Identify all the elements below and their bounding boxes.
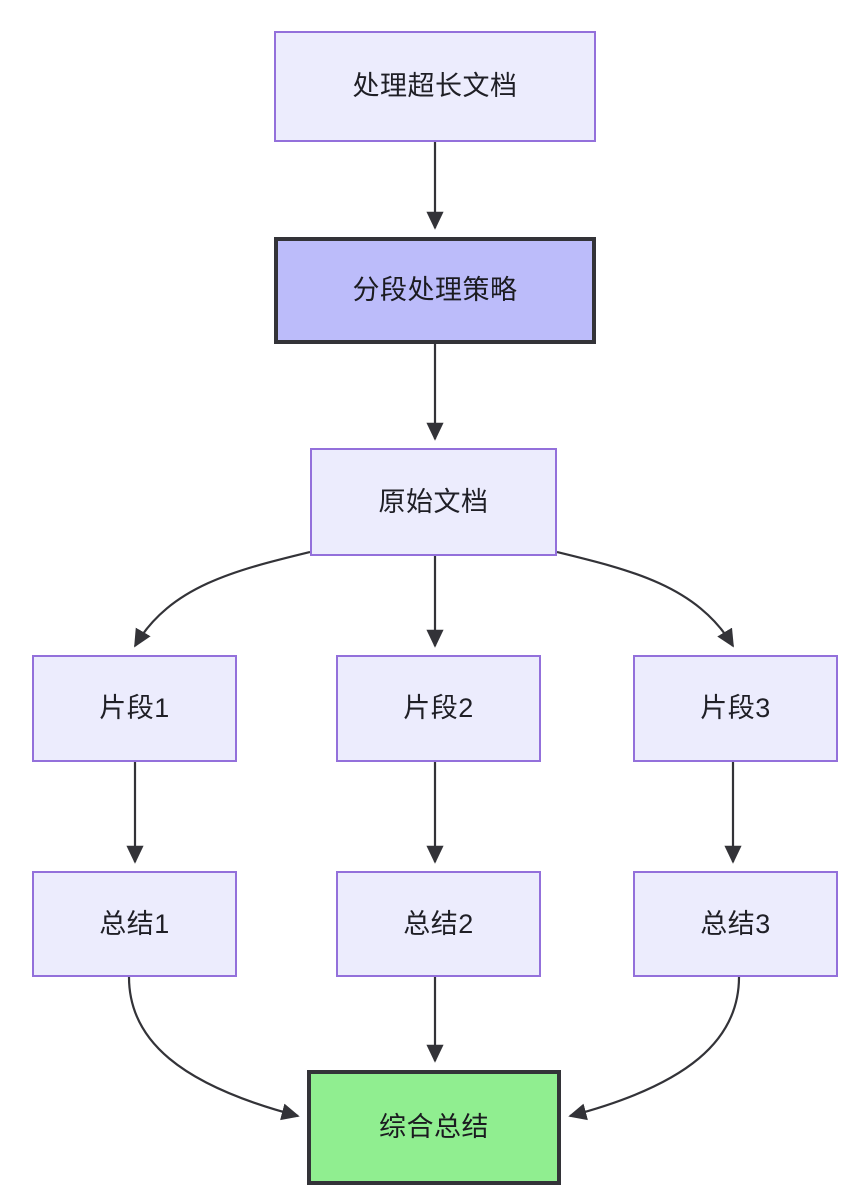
node-label: 处理超长文档: [352, 71, 518, 102]
node-summary-1[interactable]: 总结1: [32, 871, 237, 977]
node-summary-2[interactable]: 总结2: [336, 871, 541, 977]
node-chunk-3[interactable]: 片段3: [633, 655, 838, 762]
edge-source-to-chunk3: [556, 550, 734, 648]
node-summary-3[interactable]: 总结3: [633, 871, 838, 977]
node-label: 总结2: [403, 908, 474, 939]
node-chunk-1[interactable]: 片段1: [32, 655, 237, 762]
node-label: 片段1: [99, 693, 170, 724]
node-chunk-2[interactable]: 片段2: [336, 655, 541, 762]
node-label: 片段3: [700, 693, 771, 724]
node-final-summary[interactable]: 综合总结: [307, 1070, 561, 1185]
node-label: 总结1: [99, 908, 170, 939]
edge-sum1-to-final: [127, 976, 300, 1121]
edge-source-to-chunk1: [134, 550, 311, 648]
node-chunking-strategy[interactable]: 分段处理策略: [274, 237, 596, 344]
edge-sum3-to-final: [568, 976, 741, 1121]
node-label: 综合总结: [379, 1112, 489, 1143]
node-source-document[interactable]: 原始文档: [310, 448, 557, 556]
node-label: 片段2: [403, 693, 474, 724]
node-label: 总结3: [700, 908, 771, 939]
node-label: 原始文档: [378, 486, 489, 517]
node-label: 分段处理策略: [352, 275, 518, 306]
node-process-long-document[interactable]: 处理超长文档: [274, 31, 596, 142]
